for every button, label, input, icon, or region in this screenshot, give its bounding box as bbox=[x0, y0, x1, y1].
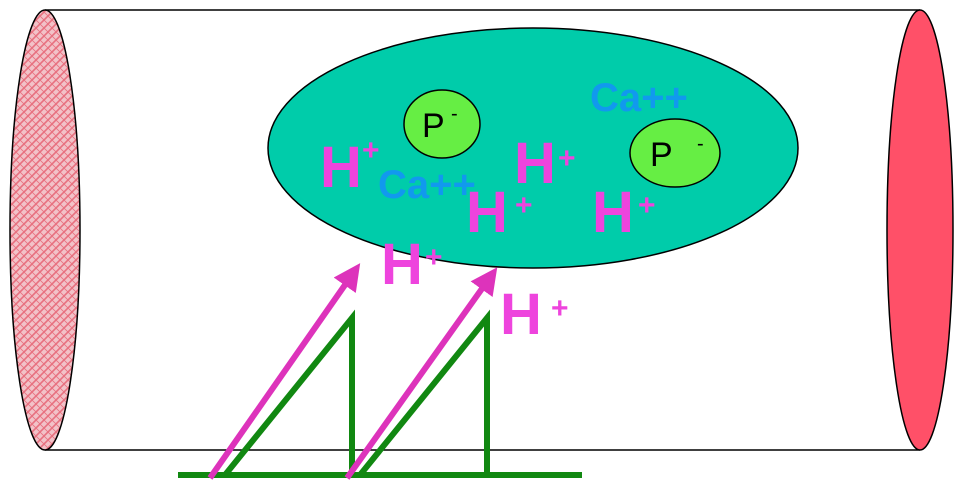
hydrogen-ion: H + bbox=[500, 282, 569, 347]
svg-text:H: H bbox=[381, 232, 423, 297]
calcium-ion-label: Ca++ bbox=[590, 76, 688, 120]
calcium-ion-label: Ca++ bbox=[378, 163, 476, 207]
svg-text:H: H bbox=[466, 180, 508, 245]
svg-text:+: + bbox=[425, 241, 443, 274]
right-cap-icon bbox=[887, 10, 953, 450]
svg-text:+: + bbox=[638, 189, 656, 222]
phosphate-particle: P - bbox=[630, 119, 720, 187]
svg-text:H: H bbox=[514, 131, 556, 196]
svg-text:H: H bbox=[500, 282, 542, 347]
svg-text:+: + bbox=[558, 142, 576, 175]
svg-text:-: - bbox=[697, 133, 704, 155]
phosphate-particle: P - bbox=[404, 90, 480, 158]
diagonal-arrow-icon bbox=[210, 272, 354, 478]
svg-text:+: + bbox=[551, 292, 569, 325]
left-cap-icon bbox=[10, 10, 80, 450]
svg-text:+: + bbox=[515, 189, 533, 222]
svg-text:P: P bbox=[650, 136, 673, 174]
svg-text:P: P bbox=[422, 107, 445, 145]
svg-text:+: + bbox=[362, 134, 380, 167]
svg-text:H: H bbox=[592, 180, 634, 245]
hydrogen-ion: H + bbox=[381, 232, 443, 297]
diagonal-arrow-icon bbox=[347, 276, 491, 478]
svg-text:H: H bbox=[320, 135, 362, 200]
svg-text:-: - bbox=[451, 103, 458, 125]
